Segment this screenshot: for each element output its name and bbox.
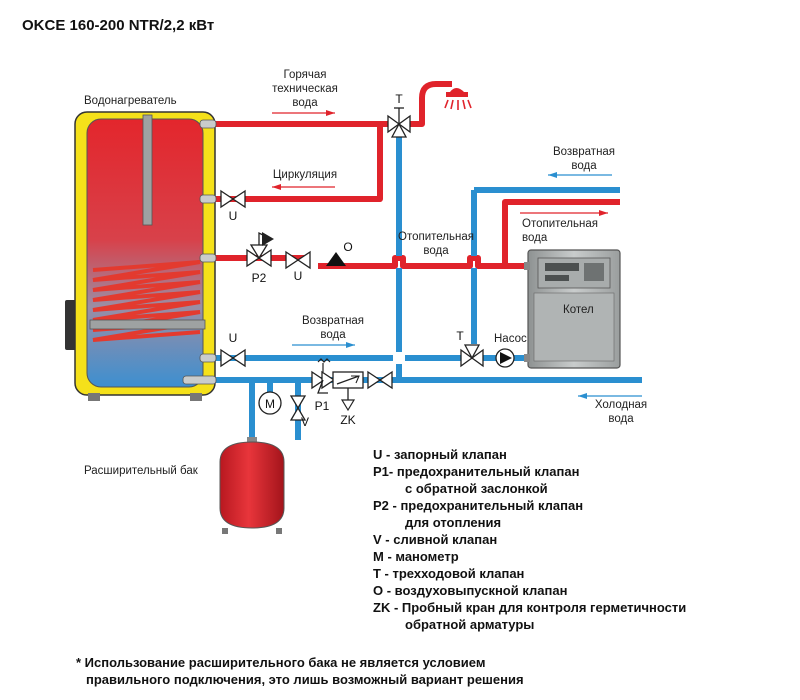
circulation-label: Циркуляция: [273, 169, 337, 181]
heating-mid-label-2: вода: [423, 245, 449, 257]
valve-u-heating-label: U: [294, 269, 303, 283]
return-mid-arrow-icon: [292, 342, 355, 348]
heating-right-label-1: Отопительная: [522, 218, 598, 230]
legend-line-5: для отопления: [405, 515, 501, 530]
heating-right-label-2: вода: [522, 232, 548, 244]
drain-valve-icon: [289, 395, 307, 421]
shower-icon: [444, 88, 472, 110]
legend-line-4: P2 - предохранительный клапан: [373, 498, 583, 513]
check-valve-icon: [332, 371, 364, 389]
boiler-label: Котел: [563, 304, 594, 316]
legend-line-2: P1- предохранительный клапан: [373, 464, 579, 479]
legend: U - запорный клапан P1- предохранительны…: [373, 447, 686, 632]
heating-mid-label-1: Отопительная: [398, 231, 474, 243]
manometer-icon: M: [258, 391, 282, 415]
legend-line-8: T - трехходовой клапан: [373, 566, 524, 581]
valve-p2-label: P2: [252, 271, 267, 285]
heating-out-pipe: [502, 199, 620, 266]
legend-line-1: U - запорный клапан: [373, 447, 507, 462]
footnote-line-1: * Использование расширительного бака не …: [76, 655, 485, 670]
expansion-tank: [219, 437, 285, 534]
return-top-pipe: [471, 187, 620, 344]
valve-u-circulation-label: U: [229, 209, 238, 223]
test-tap-zk-icon: [340, 388, 356, 412]
cold-water-label-1: Холодная: [595, 399, 647, 411]
shutoff-valve-return-icon: [220, 348, 246, 368]
page-title: OKCE 160-200 NTR/2,2 кВт: [22, 17, 214, 34]
circulation-pipe: [213, 124, 383, 202]
footnote-line-2: правильного подключения, это лишь возмож…: [86, 672, 524, 687]
return-mid-label-1: Возвратная: [302, 315, 364, 327]
return-mid-label-2: вода: [320, 329, 346, 341]
hot-water-label-2: техническая: [272, 83, 338, 95]
return-top-arrow-icon: [548, 172, 612, 178]
boiler: [524, 249, 621, 369]
water-heater-label: Водонагреватель: [84, 95, 177, 107]
water-heater: [65, 111, 217, 401]
valve-t-bottom-label: T: [456, 329, 464, 343]
three-way-valve-top-icon: [387, 107, 411, 138]
return-top-label-1: Возвратная: [553, 146, 615, 158]
return-top-label-2: вода: [571, 160, 597, 172]
legend-line-3: с обратной заслонкой: [405, 481, 548, 496]
hot-water-arrow-icon: [272, 110, 335, 116]
safety-valve-p1-icon: [311, 358, 336, 394]
shutoff-valve-circulation-icon: [220, 189, 246, 209]
legend-line-11: обратной арматуры: [405, 617, 534, 632]
pump-icon: [495, 348, 515, 368]
legend-line-9: O - воздуховыпускной клапан: [373, 583, 567, 598]
shower-pipe: [408, 81, 452, 127]
cold-water-arrow-icon: [578, 393, 642, 399]
shutoff-valve-cold-icon: [367, 370, 393, 390]
expansion-tank-label: Расширительный бак: [84, 465, 199, 477]
hot-water-label-3: вода: [292, 97, 318, 109]
footnote: * Использование расширительного бака не …: [76, 655, 524, 687]
safety-valve-p2-icon: [246, 231, 274, 268]
circulation-arrow-icon: [272, 184, 335, 190]
legend-line-7: M - манометр: [373, 549, 459, 564]
three-way-valve-bottom-icon: [460, 344, 484, 368]
shutoff-valve-heating-icon: [285, 250, 311, 270]
valve-o-label: O: [343, 240, 352, 254]
valve-t-top-label: T: [395, 92, 403, 106]
valve-v-label: V: [301, 415, 309, 429]
manometer-label: M: [265, 397, 275, 411]
cold-water-label-2: вода: [608, 413, 634, 425]
valve-u-return-label: U: [229, 331, 238, 345]
pump-label: Насос: [494, 333, 527, 345]
air-vent-valve-icon: [326, 252, 346, 266]
heating-right-arrow-icon: [520, 210, 608, 216]
legend-line-6: V - сливной клапан: [373, 532, 497, 547]
valve-zk-label: ZK: [340, 413, 355, 427]
valve-p1-label: P1: [315, 399, 330, 413]
hot-water-label-1: Горячая: [284, 69, 327, 81]
legend-line-10: ZK - Пробный кран для контроля герметичн…: [373, 600, 686, 615]
